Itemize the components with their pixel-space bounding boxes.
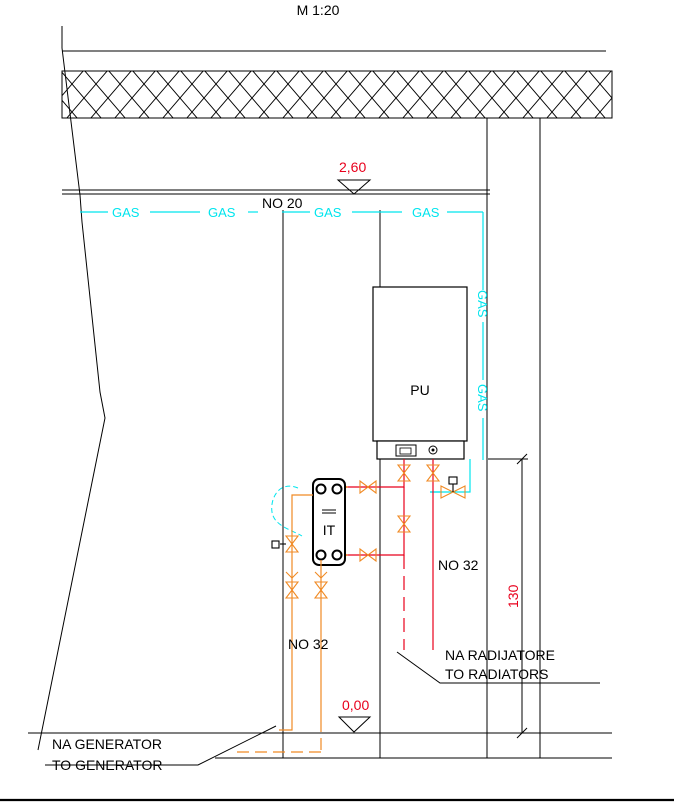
wall-outline [0,26,674,802]
height-dimension [488,453,528,739]
radiator-pipes [347,459,434,650]
gas-label-4: GAS [412,205,440,220]
generator-pipes [235,494,322,753]
boiler: PU [372,286,468,460]
heat-exchanger-label: IT [323,522,336,538]
gas-labels: GAS GAS GAS GAS GAS GAS [112,205,490,412]
gas-label-vertical-2: GAS [475,384,490,412]
gas-pipe [80,211,484,493]
generator-label-line1: NA GENERATOR [52,736,162,752]
leader-lines [45,651,600,766]
elevation-marker-top: 2,60 [336,159,372,195]
scale-label: M 1:20 [297,2,340,18]
gas-label-2: GAS [208,205,236,220]
height-dimension-label: 130 [505,584,521,608]
heat-exchanger: IT [271,478,346,566]
radiators-label-line2: TO RADIATORS [445,666,548,682]
elevation-marker-floor: 0,00 [337,697,372,733]
gas-label-vertical-1: GAS [475,290,490,318]
generator-label-line2: TO GENERATOR [52,757,162,773]
radiator-valves [341,464,441,563]
elevation-top-label: 2,60 [339,159,366,175]
radiators-label-line1: NA RADIJATORE [445,647,555,663]
generator-valves [271,535,329,599]
gas-label-1: GAS [112,205,140,220]
gas-valve [440,476,466,499]
orange-pipe-size: NO 32 [288,636,329,652]
elevation-floor-label: 0,00 [342,697,369,713]
red-pipe-size: NO 32 [438,557,479,573]
boiler-label: PU [410,382,429,398]
gas-label-3: GAS [314,205,342,220]
gas-pipe-size: NO 20 [262,195,303,211]
